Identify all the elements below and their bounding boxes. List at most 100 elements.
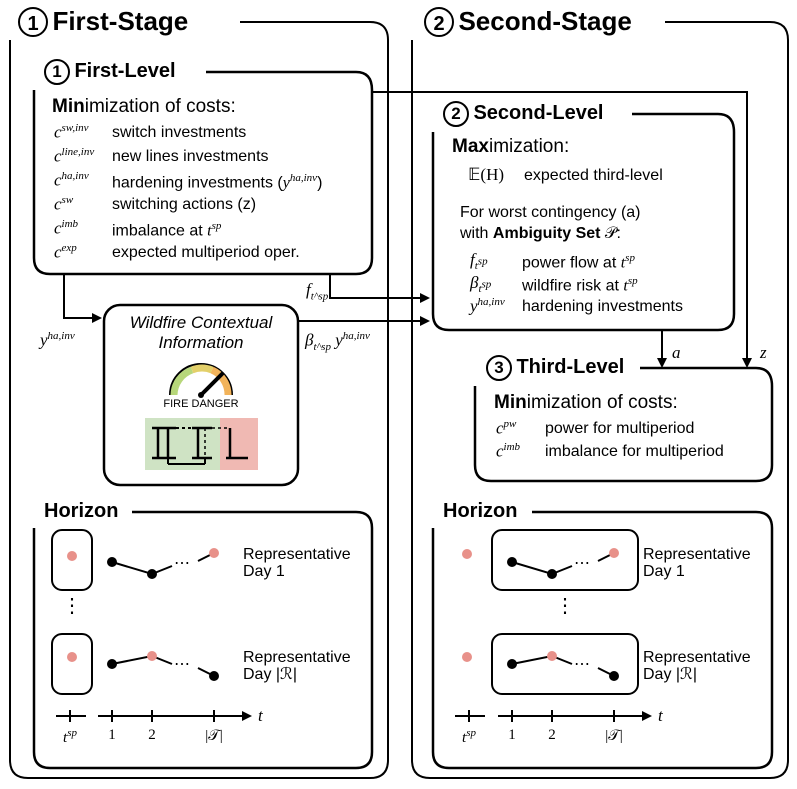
- level3-frame: [473, 366, 774, 483]
- arrow-y-left-label: yha,inv: [40, 330, 75, 350]
- stage2-frame: [411, 21, 789, 779]
- arrow-f: [329, 274, 430, 303]
- stage2-title: 2 Second-Stage: [424, 6, 632, 37]
- horizon-right-dayR-line1: Representative: [643, 649, 751, 666]
- worst-contingency-line: For worst contingency (a): [460, 204, 641, 221]
- level2-item-desc: power flow at tsp: [522, 252, 635, 272]
- expectation-symbol: 𝔼(H): [468, 165, 505, 184]
- level1-title: 1 First-Level: [44, 59, 176, 85]
- level1-heading: Minimization of costs:: [52, 96, 236, 118]
- ambiguity-bold: Ambiguity Set: [492, 225, 601, 242]
- svg-text:⋯: ⋯: [574, 555, 590, 572]
- horizon-left-dayR-line2: Day |ℛ|: [243, 666, 297, 683]
- level1-title-text: First-Level: [74, 60, 176, 82]
- wildfire-title-line1: Wildfire Contextual: [129, 313, 273, 332]
- level2-heading: Maximization:: [452, 136, 569, 158]
- ambiguity-set-line: with Ambiguity Set 𝒫:: [460, 225, 621, 243]
- level3-heading-bold: Min: [494, 392, 527, 413]
- arrow-y-left: [63, 274, 102, 323]
- level2-item-desc: wildfire risk at tsp: [522, 275, 638, 295]
- horizon-left-day1-line1: Representative: [243, 546, 351, 563]
- wildfire-frame: [102, 303, 300, 487]
- stage1-title-text: First-Stage: [52, 6, 189, 36]
- arrow-z-label: z: [760, 343, 767, 362]
- level1-item-symbol: cexp: [54, 242, 77, 262]
- grid-network-icon: [145, 418, 258, 470]
- horizon-left-title: Horizon: [44, 500, 119, 522]
- svg-text:⋮: ⋮: [555, 595, 575, 617]
- tick-label: |𝒯|: [205, 728, 223, 744]
- level1-heading-bold: Min: [52, 96, 85, 117]
- wildfire-title-line2: Information: [158, 333, 244, 352]
- level1-item-symbol: csw,inv: [54, 122, 89, 142]
- level2-item-desc: hardening investments: [522, 298, 683, 315]
- level1-item-symbol: cimb: [54, 218, 79, 238]
- svg-text:⋯: ⋯: [574, 656, 590, 673]
- svg-text:⋮: ⋮: [62, 595, 82, 617]
- level2-item-symbol: ftsp: [470, 250, 488, 273]
- level1-item-desc: switching actions (z): [112, 196, 257, 213]
- ambiguity-post: 𝒫:: [604, 225, 621, 242]
- horizon-left-axis-label: t: [258, 706, 263, 725]
- stage2-number-badge: 2: [424, 7, 454, 37]
- horizon-left-day1-label: Representative Day 1: [243, 546, 351, 580]
- level3-heading: Minimization of costs:: [494, 392, 678, 414]
- horizon-right-day1-line1: Representative: [643, 546, 751, 563]
- level3-number-badge: 3: [486, 355, 512, 381]
- level1-item-desc: expected multiperiod oper.: [112, 244, 300, 261]
- level1-heading-rest: imization of costs:: [84, 96, 236, 117]
- horizon-right-day1-label: Representative Day 1: [643, 546, 751, 580]
- svg-text:⋯: ⋯: [174, 656, 190, 673]
- level1-item-symbol: cha,inv: [54, 170, 89, 190]
- horizon-left-dayR-line1: Representative: [243, 649, 351, 666]
- horizon-right-frame: [431, 510, 774, 770]
- level2-heading-rest: imization:: [488, 136, 570, 157]
- horizon-right-axis-label: t: [658, 706, 663, 725]
- tick-label: |𝒯|: [605, 728, 623, 744]
- horizon-left-day1-line2: Day 1: [243, 563, 285, 580]
- level2-title-text: Second-Level: [473, 102, 604, 124]
- level2-number-badge: 2: [443, 101, 469, 127]
- arrow-beta-label: βt^sp yha,inv: [305, 330, 370, 354]
- level2-title: 2 Second-Level: [443, 101, 604, 127]
- level1-item-symbol: cline,inv: [54, 146, 95, 166]
- level1-frame: [32, 70, 374, 276]
- level3-item-symbol: cimb: [496, 441, 521, 461]
- level2-frame: [431, 112, 736, 332]
- level3-title: 3 Third-Level: [486, 355, 624, 381]
- arrow-a-label: a: [672, 343, 681, 362]
- horizon-left-graphics: ⋮ ⋯ ⋯: [51, 529, 252, 722]
- arrow-z: [372, 91, 752, 368]
- fire-danger-gauge-icon: [169, 363, 233, 398]
- horizon-left-dayR-label: Representative Day |ℛ|: [243, 649, 351, 683]
- horizon-right-dayR-label: Representative Day |ℛ|: [643, 649, 751, 683]
- level3-item-desc: imbalance for multiperiod: [545, 443, 724, 460]
- level3-item-symbol: cpw: [496, 418, 517, 438]
- level2-heading-bold: Max: [452, 136, 489, 157]
- level3-item-desc: power for multiperiod: [545, 420, 695, 437]
- level1-item-symbol: csw: [54, 194, 74, 214]
- fire-danger-label: FIRE DANGER: [163, 398, 239, 410]
- stage1-title: 1 First-Stage: [18, 6, 188, 37]
- tick-label: tsp: [462, 727, 476, 746]
- horizon-right-dayR-line2: Day |ℛ|: [643, 666, 697, 683]
- level2-item-symbol: βtsp: [470, 273, 492, 296]
- ambiguity-pre: with: [460, 225, 489, 242]
- tick-label: tsp: [63, 727, 77, 746]
- horizon-left-frame: [32, 510, 374, 770]
- horizon-right-title: Horizon: [443, 500, 518, 522]
- level1-number-badge: 1: [44, 59, 70, 85]
- expectation-desc: expected third-level: [524, 167, 663, 184]
- level1-item-desc: switch investments: [112, 124, 247, 141]
- tick-label: 1: [508, 727, 516, 743]
- level1-item-desc: hardening investments (yha,inv): [112, 172, 323, 192]
- level3-heading-rest: imization of costs:: [526, 392, 678, 413]
- svg-text:⋯: ⋯: [174, 555, 190, 572]
- horizon-right-graphics: ⋮ ⋯ ⋯: [455, 529, 652, 722]
- tick-label: 2: [548, 727, 556, 743]
- stage1-number-badge: 1: [18, 7, 48, 37]
- arrow-f-label: ft^sp: [306, 280, 329, 303]
- stage1-frame: [9, 21, 389, 779]
- tick-label: 2: [148, 727, 156, 743]
